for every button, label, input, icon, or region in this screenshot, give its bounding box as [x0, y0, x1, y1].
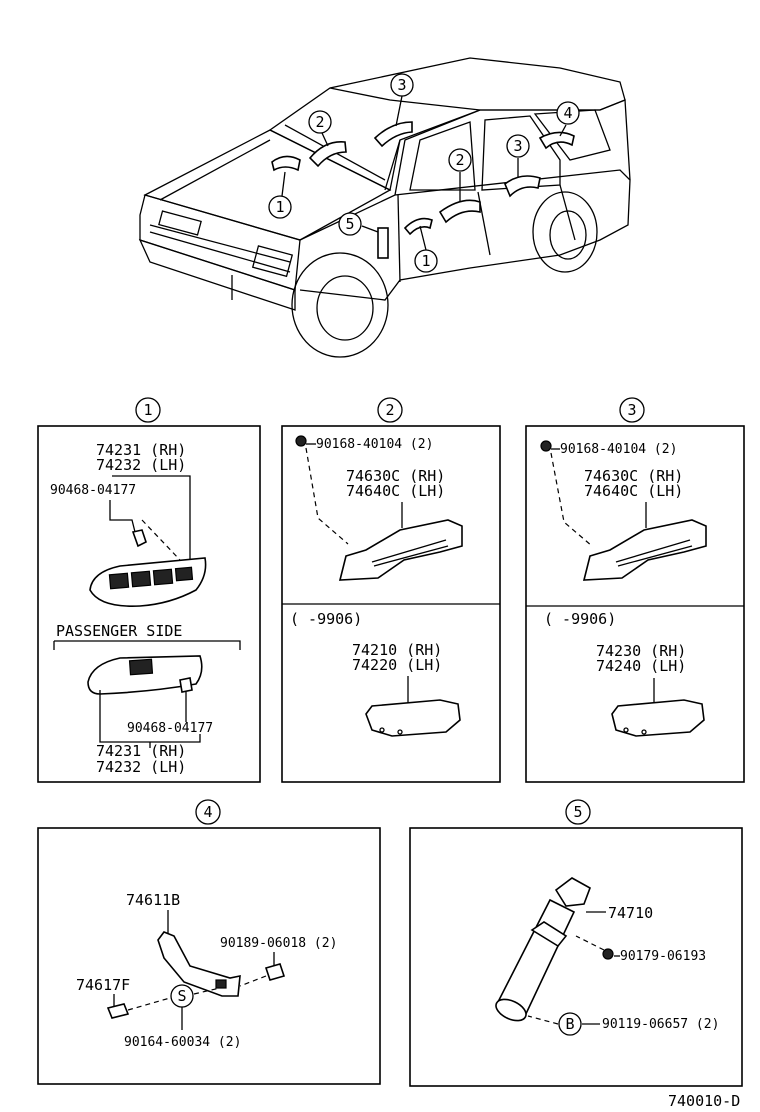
footer-code: 740010-D [668, 1092, 740, 1110]
section-2: 2 90168-40104 (2) 74630C (RH) 74640C (LH… [281, 397, 501, 783]
vehicle-callouts: 1 2 3 4 5 2 3 1 [268, 73, 580, 273]
vehicle-illustration [138, 57, 631, 358]
section-5-callout: 5 [565, 799, 591, 825]
section-4: 4 74611B 90189-06018 (2) 74617F S 90164-… [37, 799, 381, 1085]
bolt-90168-40104: 90168-40104 (2) [560, 442, 677, 457]
section-4-frame [37, 827, 381, 1085]
screw-clip-icon-bottom [179, 677, 193, 693]
screw-clip-icon [131, 529, 147, 548]
bolt-90168-40104: 90168-40104 (2) [316, 437, 433, 452]
svg-text:5: 5 [345, 215, 354, 233]
s-marker: S [170, 984, 194, 1008]
callout-4: 4 [556, 101, 580, 125]
section-5-frame [409, 827, 743, 1087]
callout-1b: 1 [414, 249, 438, 273]
svg-text:3: 3 [513, 137, 522, 155]
svg-text:4: 4 [203, 803, 212, 821]
callout-5: 5 [338, 212, 362, 236]
svg-text:1: 1 [275, 198, 284, 216]
section-1-callout: 1 [135, 397, 161, 423]
svg-text:3: 3 [627, 401, 636, 419]
callout-2a: 2 [308, 110, 332, 134]
holder-bracket [530, 921, 568, 948]
grip-74220-lh: 74220 (LH) [352, 656, 442, 674]
grip-74230-rh: 74230 (RH) [596, 642, 686, 660]
bolt-90189-06018: 90189-06018 (2) [220, 936, 337, 951]
svg-text:3: 3 [397, 76, 406, 94]
section-3: 3 90168-40104 (2) 74630C (RH) 74640C (LH… [525, 397, 745, 783]
section-3-callout: 3 [619, 397, 645, 423]
b-marker: B [558, 1012, 582, 1036]
grip-74210-rh: 74210 (RH) [352, 641, 442, 659]
section-4-callout: 4 [195, 799, 221, 825]
cap-icon [106, 1003, 130, 1019]
bolt-90119-06657: 90119-06657 (2) [602, 1017, 719, 1032]
callout-3b: 3 [506, 134, 530, 158]
bolt-icon [264, 963, 286, 981]
svg-text:S: S [177, 987, 186, 1005]
assist-grip-74210 [365, 699, 461, 737]
callout-3a: 3 [390, 73, 414, 97]
section-1: 1 74231 (RH) 74232 (LH) 90468-04177 PASS… [37, 397, 261, 783]
section-5: 5 74710 90179-06193 B 90119-06657 (2) [409, 799, 743, 1087]
section-1-frame [37, 425, 261, 783]
holder-cap [554, 877, 591, 907]
grip-74240-lh: 74240 (LH) [596, 657, 686, 675]
svg-text:1: 1 [421, 252, 430, 270]
switch-base-passenger [87, 655, 203, 695]
date-range-label: ( -9906) [544, 610, 616, 628]
svg-text:2: 2 [455, 151, 464, 169]
svg-text:1: 1 [143, 401, 152, 419]
screw-90164-60034: 90164-60034 (2) [124, 1035, 241, 1050]
svg-text:2: 2 [315, 113, 324, 131]
date-range-label: ( -9906) [290, 610, 362, 628]
svg-text:B: B [565, 1015, 574, 1033]
grip-74611b: 74611B [126, 891, 180, 909]
callout-1a: 1 [268, 195, 292, 219]
assist-grip-74630c [338, 519, 463, 581]
section-3-frame [525, 425, 745, 783]
svg-text:2: 2 [385, 401, 394, 419]
screw-90468-04177-top: 90468-04177 [50, 483, 136, 498]
part-74232-lh-top: 74232 (LH) [96, 456, 186, 474]
bolt-icon [295, 435, 307, 447]
grip-74640c-lh: 74640C (LH) [346, 482, 445, 500]
assist-grip-74630c [582, 519, 707, 581]
grip-74630c-rh: 74630C (RH) [346, 467, 445, 485]
cap-74617f: 74617F [76, 976, 130, 994]
part-74232-lh-bottom: 74232 (LH) [96, 758, 186, 776]
screw-90468-04177-bottom: 90468-04177 [127, 721, 213, 736]
part-74231-rh-bottom: 74231 (RH) [96, 742, 186, 760]
grip-74630c-rh: 74630C (RH) [584, 467, 683, 485]
section-2-callout: 2 [377, 397, 403, 423]
nut-icon [602, 948, 614, 960]
svg-text:4: 4 [563, 104, 572, 122]
part-74231-rh-top: 74231 (RH) [96, 441, 186, 459]
svg-text:5: 5 [573, 803, 582, 821]
holder-74710: 74710 [608, 904, 653, 922]
passenger-side-label: PASSENGER SIDE [56, 622, 182, 640]
callout-2b: 2 [448, 148, 472, 172]
assist-grip-74230 [611, 699, 705, 737]
nut-90179-06193: 90179-06193 [620, 949, 706, 964]
grip-74640c-lh: 74640C (LH) [584, 482, 683, 500]
bolt-icon [540, 440, 552, 452]
